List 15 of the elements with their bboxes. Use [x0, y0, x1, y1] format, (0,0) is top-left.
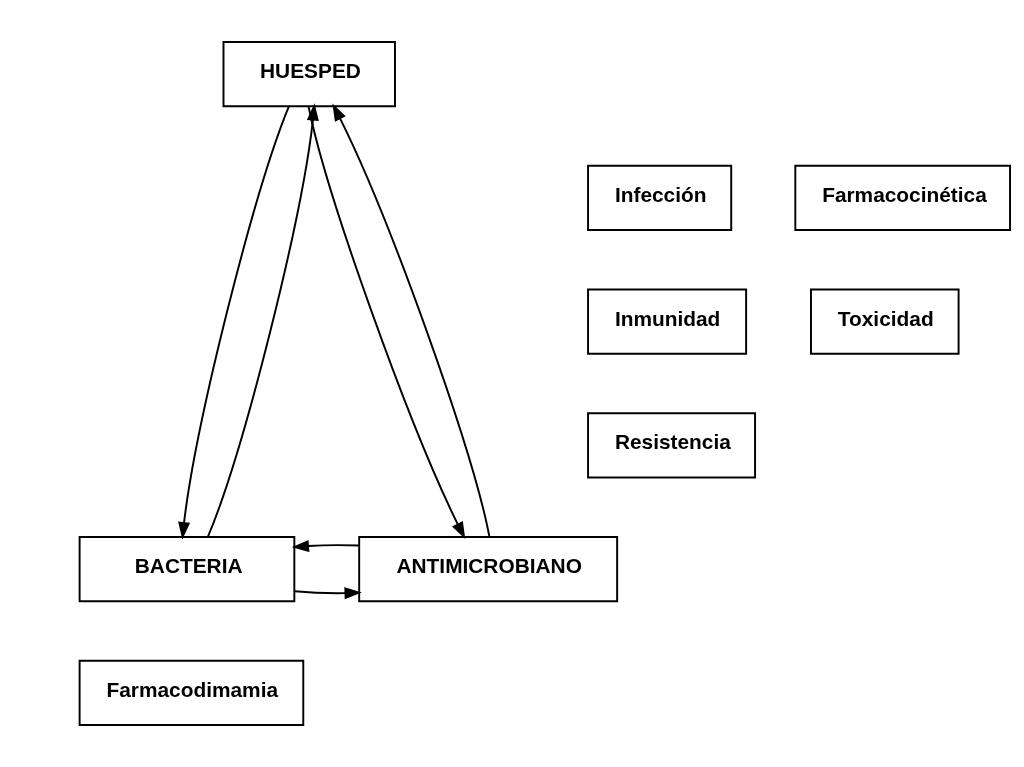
- node-box: Inmunidad: [586, 288, 747, 355]
- arrow: [293, 587, 362, 600]
- arrow: [307, 105, 465, 540]
- node-box: Toxicidad: [809, 288, 960, 355]
- node-box: Farmacodimamia: [78, 659, 304, 726]
- arrow: [291, 539, 360, 552]
- node-box: HUESPED: [222, 41, 396, 108]
- node-box: Resistencia: [586, 412, 756, 479]
- node-box: Farmacocinética: [793, 164, 1011, 231]
- arrow: [177, 105, 290, 540]
- node-box: BACTERIA: [78, 536, 295, 603]
- node-box: ANTIMICROBIANO: [357, 536, 618, 603]
- arrow: [331, 103, 490, 538]
- arrow: [206, 103, 319, 538]
- node-box: Infección: [586, 164, 732, 231]
